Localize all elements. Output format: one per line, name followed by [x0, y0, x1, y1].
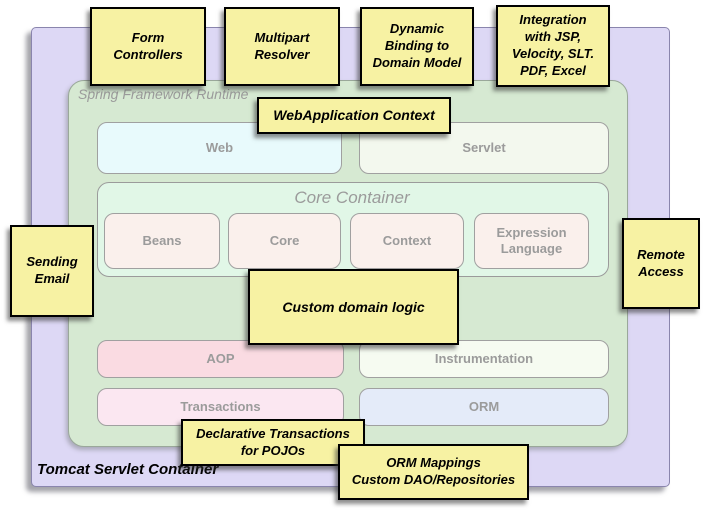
note-form-controllers: Form Controllers — [90, 7, 206, 86]
note-remote-access: Remote Access — [622, 218, 700, 309]
spring-framework-runtime-label: Spring Framework Runtime — [78, 86, 249, 102]
module-aop: AOP — [97, 340, 344, 378]
note-orm-mappings: ORM Mappings Custom DAO/Repositories — [338, 444, 529, 500]
note-integration-views: Integration with JSP, Velocity, SLT. PDF… — [496, 5, 610, 87]
module-beans: Beans — [104, 213, 220, 269]
note-custom-domain-logic: Custom domain logic — [248, 269, 459, 345]
module-expression-language: Expression Language — [474, 213, 589, 269]
note-dynamic-binding: Dynamic Binding to Domain Model — [360, 7, 474, 86]
core-container-label: Core Container — [294, 188, 410, 207]
note-webapplication-context: WebApplication Context — [257, 97, 451, 134]
note-multipart-resolver: Multipart Resolver — [224, 7, 340, 86]
module-core: Core — [228, 213, 341, 269]
tomcat-servlet-container-label: Tomcat Servlet Container — [37, 461, 219, 478]
note-declarative-transactions: Declarative Transactions for POJOs — [181, 419, 365, 466]
module-orm: ORM — [359, 388, 609, 426]
module-context: Context — [350, 213, 464, 269]
module-instrumentation: Instrumentation — [359, 340, 609, 378]
note-sending-email: Sending Email — [10, 225, 94, 317]
